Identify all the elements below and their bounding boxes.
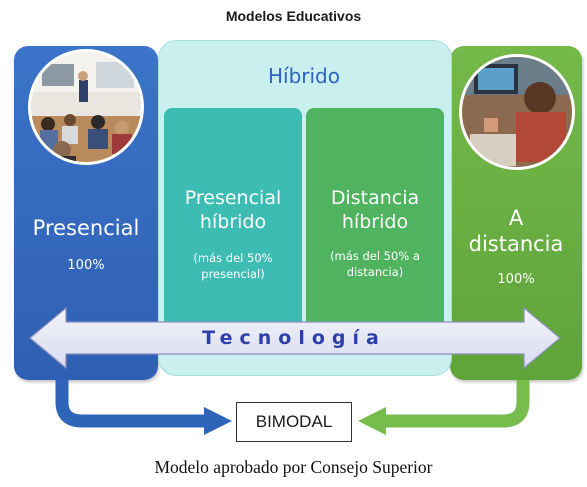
presencial-hibrido-sub2: presencial) bbox=[201, 267, 265, 281]
caption: Modelo aprobado por Consejo Superior bbox=[154, 457, 433, 477]
hibrido-title: Híbrido bbox=[267, 64, 340, 88]
distancia-hibrido-sub2: distancia) bbox=[346, 265, 404, 279]
presencial-label: Presencial bbox=[32, 216, 140, 240]
distancia-hibrido-sub1: (más del 50% a bbox=[330, 249, 420, 263]
distancia-hibrido-box bbox=[306, 108, 444, 352]
bimodal-label: BIMODAL bbox=[255, 412, 333, 431]
bimodal-box: BIMODAL bbox=[236, 402, 352, 442]
diagram-title: Modelos Educativos bbox=[225, 8, 362, 24]
tecnologia-label: Tecnología bbox=[202, 327, 386, 349]
a-distancia-line2: distancia bbox=[468, 232, 564, 256]
presencial-hibrido-line2: híbrido bbox=[199, 211, 267, 233]
presencial-hibrido-line1: Presencial bbox=[184, 187, 282, 209]
a-distancia-line1: A bbox=[508, 206, 524, 230]
presencial-hibrido-box bbox=[164, 108, 302, 352]
presencial-hibrido-sub1: (más del 50% bbox=[193, 251, 273, 265]
distancia-hibrido-line1: Distancia bbox=[330, 187, 420, 209]
a-distancia-percent: 100% bbox=[497, 272, 535, 287]
distancia-hibrido-line2: híbrido bbox=[341, 211, 409, 233]
online-student-photo-icon bbox=[459, 54, 575, 170]
classroom-photo-icon bbox=[28, 49, 144, 165]
presencial-percent: 100% bbox=[67, 258, 105, 273]
distancia-to-bimodal-arrow bbox=[384, 380, 530, 428]
tecnologia-arrow bbox=[29, 306, 561, 370]
presencial-to-bimodal-arrow bbox=[55, 380, 206, 428]
